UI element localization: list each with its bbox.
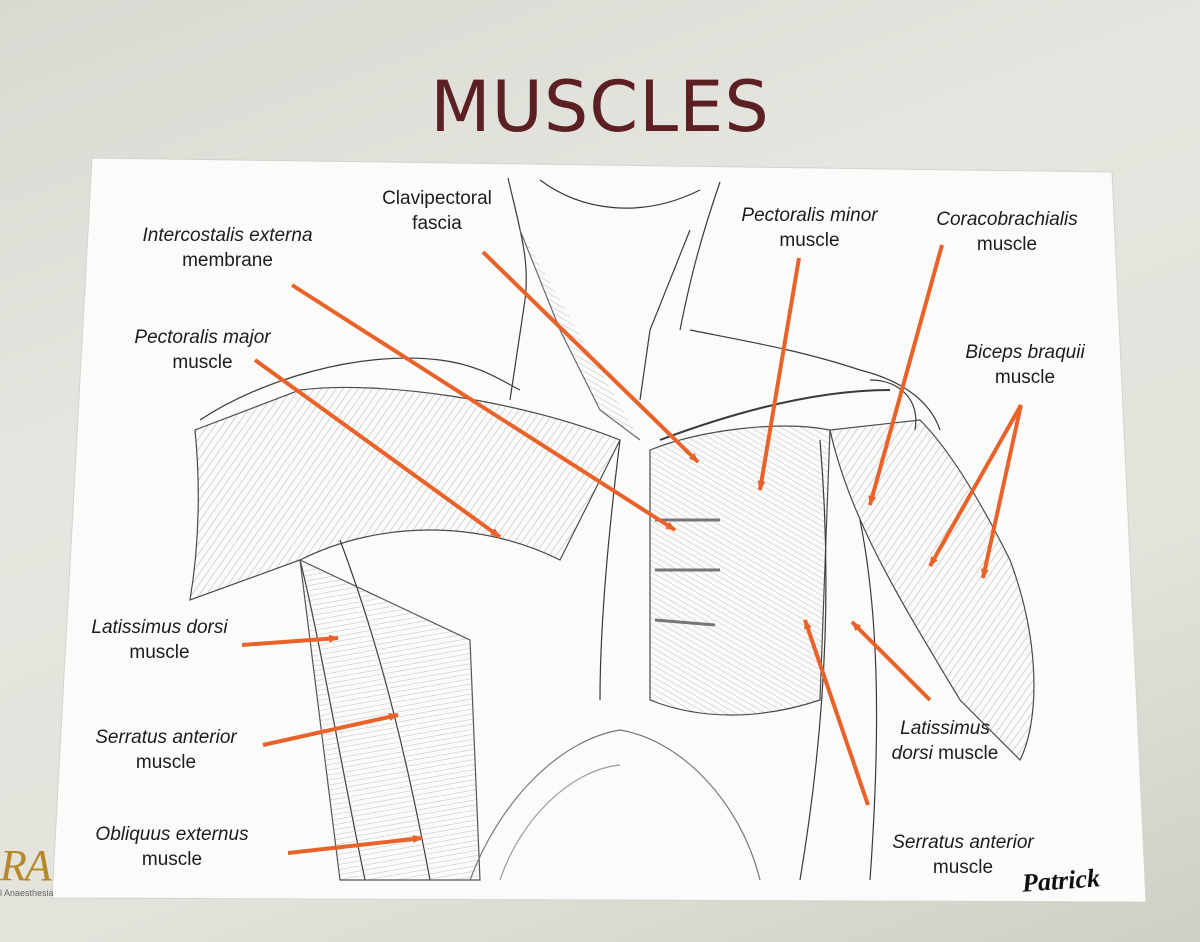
arrow-clavipectoral — [481, 250, 700, 464]
arrow-intercostalis — [290, 283, 677, 532]
arrow-obliquus — [287, 835, 423, 855]
slide-title: MUSCLES — [430, 66, 770, 148]
arrow-latissimus-right — [850, 620, 932, 702]
arrow-coracobrachialis — [868, 244, 944, 506]
arrow-serratus-left — [262, 713, 399, 747]
arrow-biceps-2 — [981, 404, 1023, 579]
organization-logo-subtitle: l Anaesthesia — [0, 888, 54, 898]
arrow-latissimus-left — [241, 634, 339, 647]
arrow-serratus-right — [803, 619, 870, 806]
arrow-biceps-1 — [928, 404, 1023, 567]
arrow-pectoralis-minor — [757, 257, 801, 491]
label-latissimus-right: Latissimus dorsi muscle — [891, 718, 999, 764]
artist-signature: Patrick — [1021, 863, 1101, 898]
organization-logo: RA — [0, 841, 52, 890]
arrows — [241, 244, 1023, 855]
arrow-pectoralis-major — [253, 358, 502, 539]
